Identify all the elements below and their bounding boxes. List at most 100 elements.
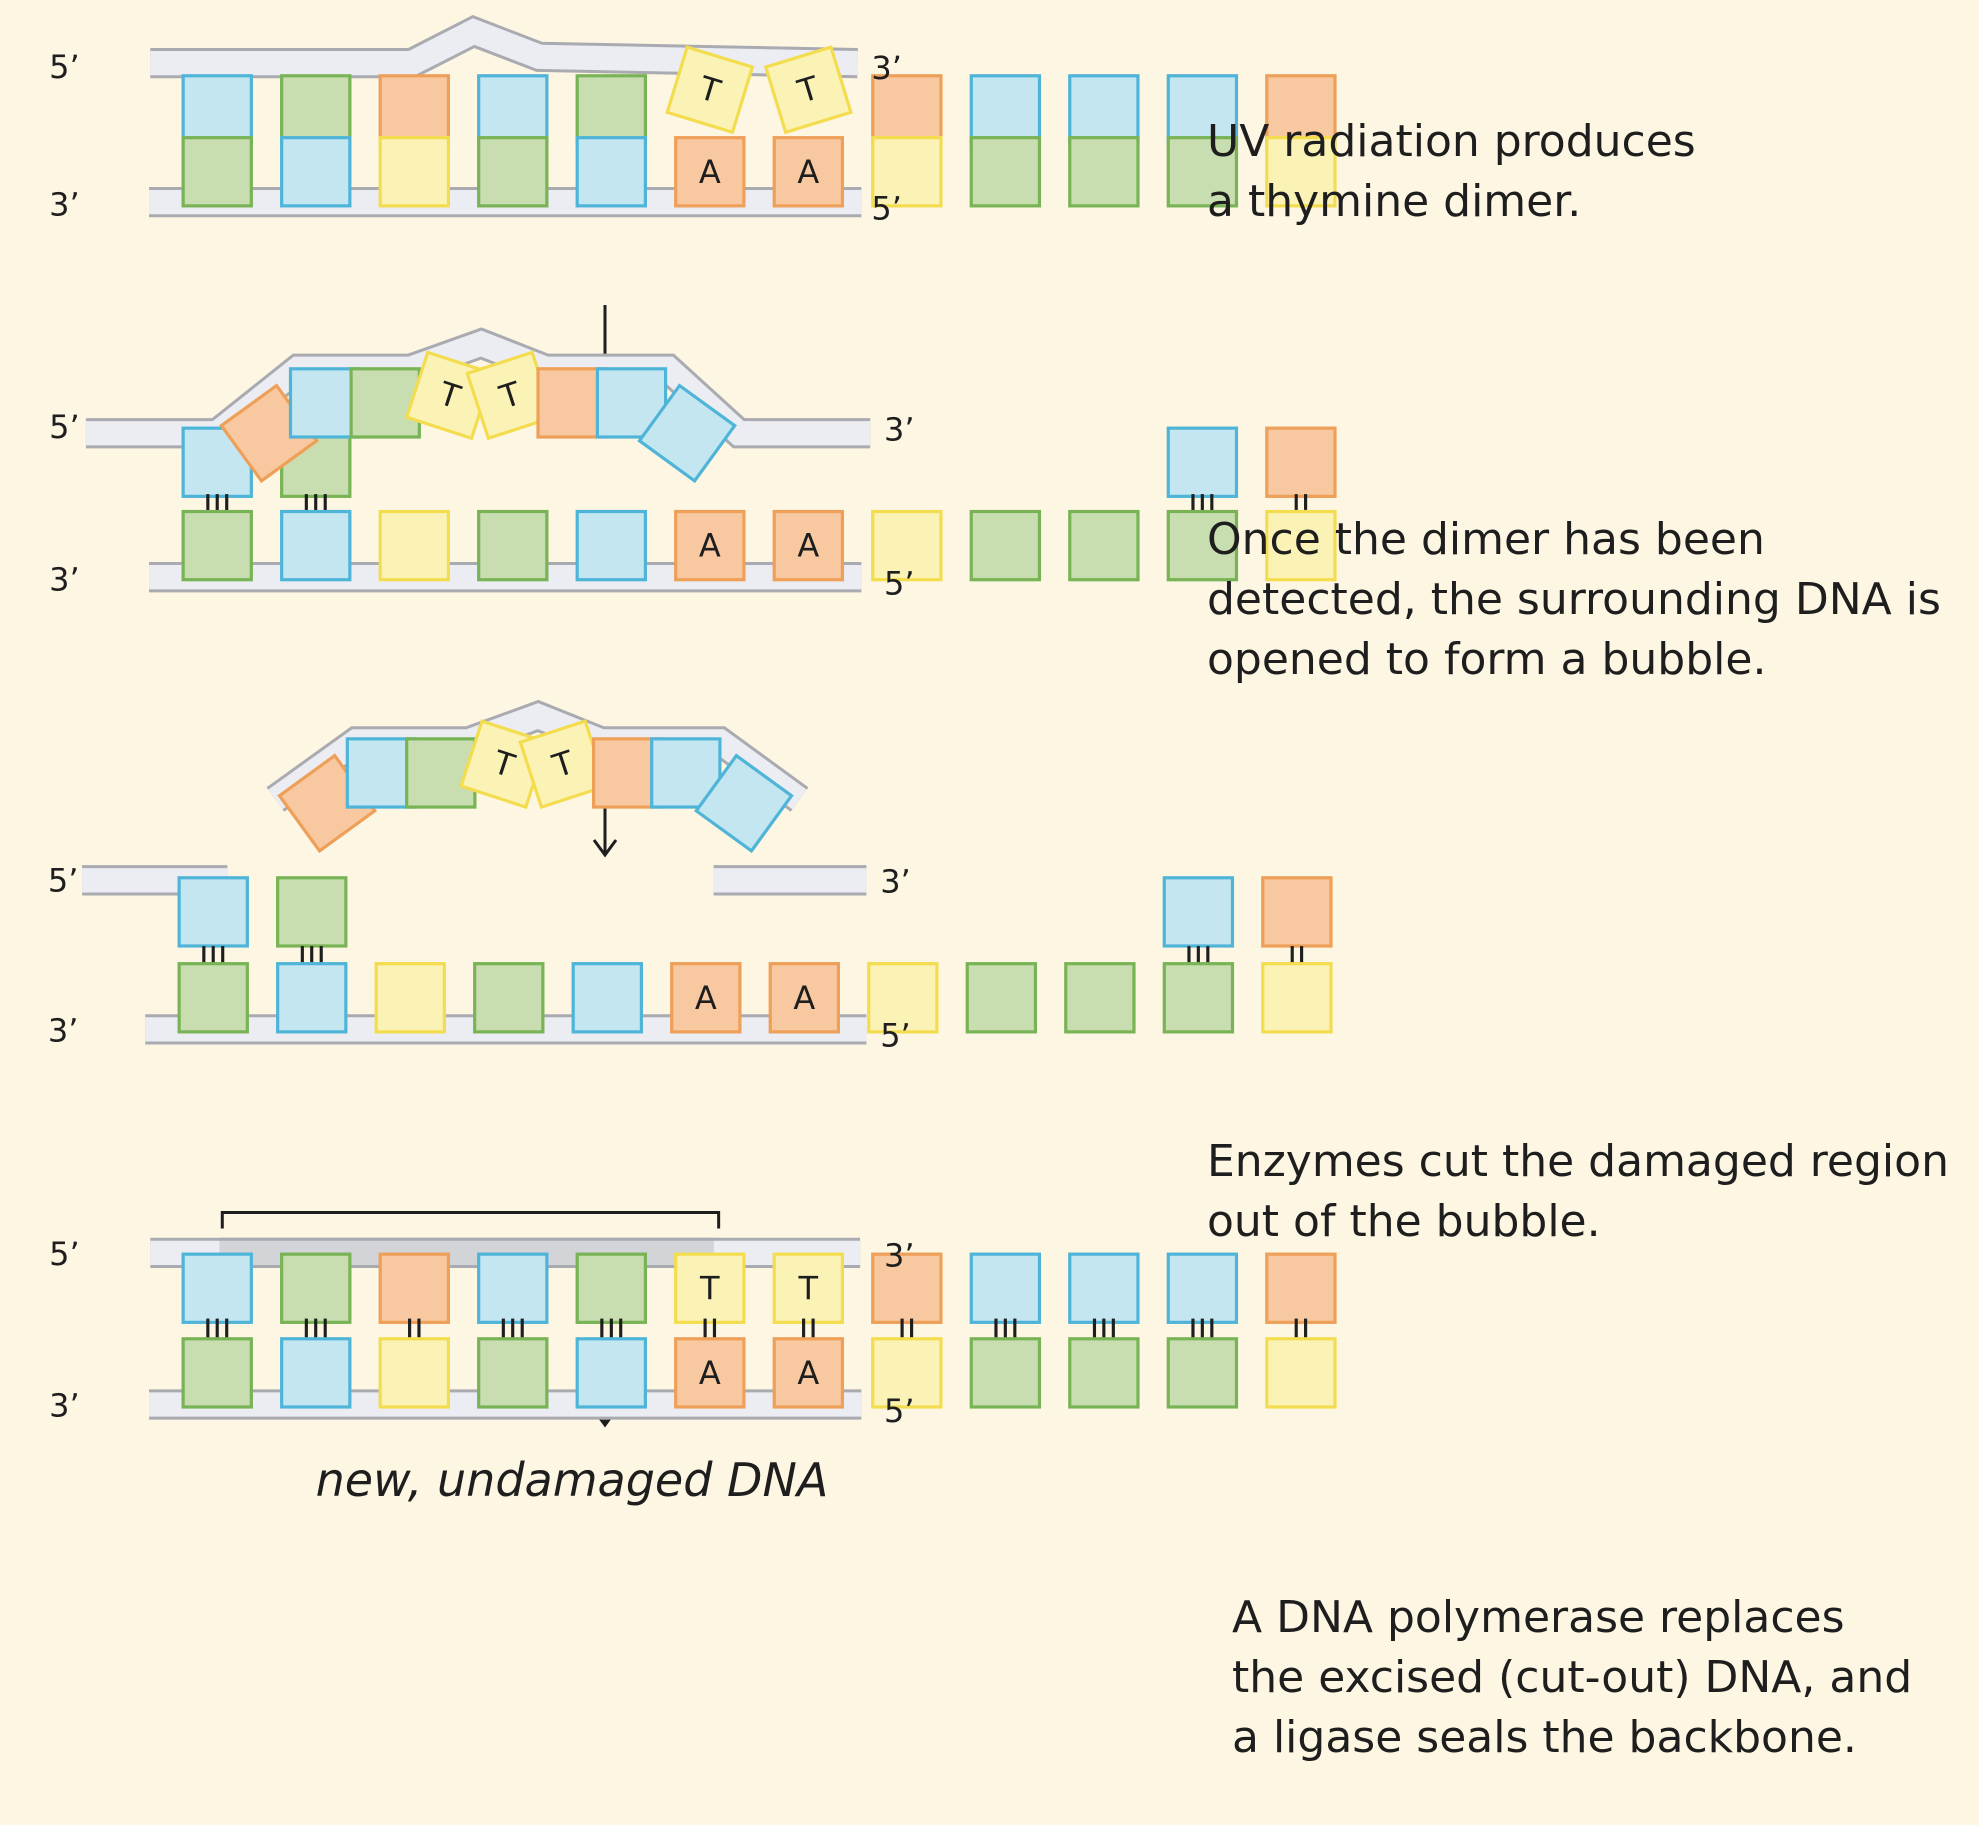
base-square [1166, 1337, 1239, 1409]
base-square [670, 962, 742, 1034]
base-square [280, 509, 352, 582]
step-3-bottom-base [473, 962, 545, 1034]
step-4-bottom-5-prime-label: 5’ [884, 1392, 915, 1430]
base-square [674, 509, 746, 582]
step-3-bottom-5-prime-label: 5’ [880, 1017, 911, 1055]
base-square [575, 74, 647, 146]
step-2-bottom-base [1166, 509, 1239, 582]
base-square [674, 1252, 746, 1324]
step-3-bottom-base [571, 962, 643, 1034]
base-square [674, 1337, 746, 1409]
step-4-bottom-base: A [772, 1337, 845, 1409]
base-square [1162, 962, 1235, 1034]
base-square [378, 74, 450, 146]
step-1-caption-line-1: UV radiation produces [1207, 116, 1696, 167]
step-4-bottom-3-prime-label: 3’ [49, 1387, 80, 1425]
step-3-excised-base [694, 753, 794, 854]
base-square [969, 136, 1042, 208]
step-2-top-base [637, 383, 737, 484]
step-1-bottom-3-prime-label: 3’ [49, 186, 80, 224]
base-square [969, 509, 1042, 582]
step-3-bottom-base [276, 962, 348, 1034]
step-1-top-base [1265, 74, 1337, 146]
base-letter: A [793, 979, 815, 1017]
step-1-bottom-base [181, 136, 253, 208]
step-2-bottom-base [871, 509, 943, 582]
base-square [575, 509, 647, 582]
step-4-top-base [477, 1252, 549, 1324]
base-square [1265, 509, 1337, 582]
step-4-top-base [280, 1252, 352, 1324]
base-square [1166, 509, 1239, 582]
base-square [473, 962, 545, 1034]
step-1-top-3-prime-label: 3’ [871, 49, 902, 87]
step-3-caption: Enzymes cut the damaged region out of th… [1207, 1132, 1949, 1252]
base-square [181, 136, 253, 208]
step-3-bottom-base [867, 962, 939, 1034]
base-square [276, 962, 348, 1034]
step-3-caption-line-2: out of the bubble. [1207, 1196, 1601, 1247]
base-square [575, 1337, 647, 1409]
base-square [378, 509, 450, 582]
base-square [763, 45, 853, 135]
base-square [650, 737, 722, 809]
step-4-caption: A DNA polymerase replaces the excised (c… [1232, 1588, 1912, 1768]
base-square [1166, 74, 1239, 146]
step-1-top-base [1068, 74, 1140, 146]
base-square [288, 367, 361, 439]
step-4-top-base: T [674, 1252, 746, 1324]
step-4-top-base [871, 1252, 943, 1324]
base-square [871, 1337, 943, 1409]
base-square [674, 136, 746, 208]
base-square [1064, 962, 1136, 1034]
step-2-top-base [1265, 426, 1337, 498]
step-2-bottom-base [1068, 509, 1140, 582]
step-2-top-base [536, 367, 608, 439]
step-3-bottom-base [177, 962, 249, 1034]
base-square [637, 383, 737, 484]
step-2-caption-line-1: Once the dimer has been [1207, 514, 1765, 565]
step-3-top-base [1162, 876, 1235, 948]
base-square [477, 1252, 549, 1324]
base-square [280, 1252, 352, 1324]
base-square [181, 1252, 253, 1324]
step-1-top-base: T [763, 45, 853, 135]
step-2-top-3-prime-label: 3’ [884, 410, 915, 448]
step-4-caption-line-1: A DNA polymerase replaces [1232, 1592, 1845, 1643]
base-letter: A [699, 153, 721, 191]
base-square [1265, 426, 1337, 498]
base-square [768, 962, 841, 1034]
base-square [575, 136, 647, 208]
base-square [1261, 876, 1333, 948]
base-square [871, 136, 943, 208]
step-1-top-base [477, 74, 549, 146]
step-2-bottom-base: A [772, 509, 845, 582]
base-square [772, 509, 845, 582]
base-square [965, 962, 1038, 1034]
step-4-caption-line-3: a ligase seals the backbone. [1232, 1712, 1857, 1763]
step-1-top-base: T [665, 45, 755, 135]
step-1-bottom-base [1265, 136, 1337, 208]
step-2-bottom-base [280, 509, 352, 582]
step-4-bottom-base [477, 1337, 549, 1409]
step-3-top-5-prime-label: 5’ [48, 861, 79, 899]
base-square [1166, 426, 1239, 498]
step-1-bottom-base [378, 136, 450, 208]
base-square [969, 1337, 1042, 1409]
base-square [969, 1252, 1042, 1324]
step-2-bottom-3-prime-label: 3’ [49, 561, 80, 599]
step-1-bottom-base [871, 136, 943, 208]
base-square [1261, 962, 1333, 1034]
step-4-bottom-base [1265, 1337, 1337, 1409]
base-square [477, 1337, 549, 1409]
step-4-bottom-base [1166, 1337, 1239, 1409]
step-2-caption-line-3: opened to form a bubble. [1207, 634, 1767, 685]
step-3-bottom-base: A [768, 962, 841, 1034]
base-square [1265, 74, 1337, 146]
base-square [1068, 74, 1140, 146]
base-letter: A [797, 1354, 819, 1392]
step-3-bottom-base [1162, 962, 1235, 1034]
step-2-caption: Once the dimer has been detected, the su… [1207, 510, 1941, 690]
step-1-top-base [280, 74, 352, 146]
